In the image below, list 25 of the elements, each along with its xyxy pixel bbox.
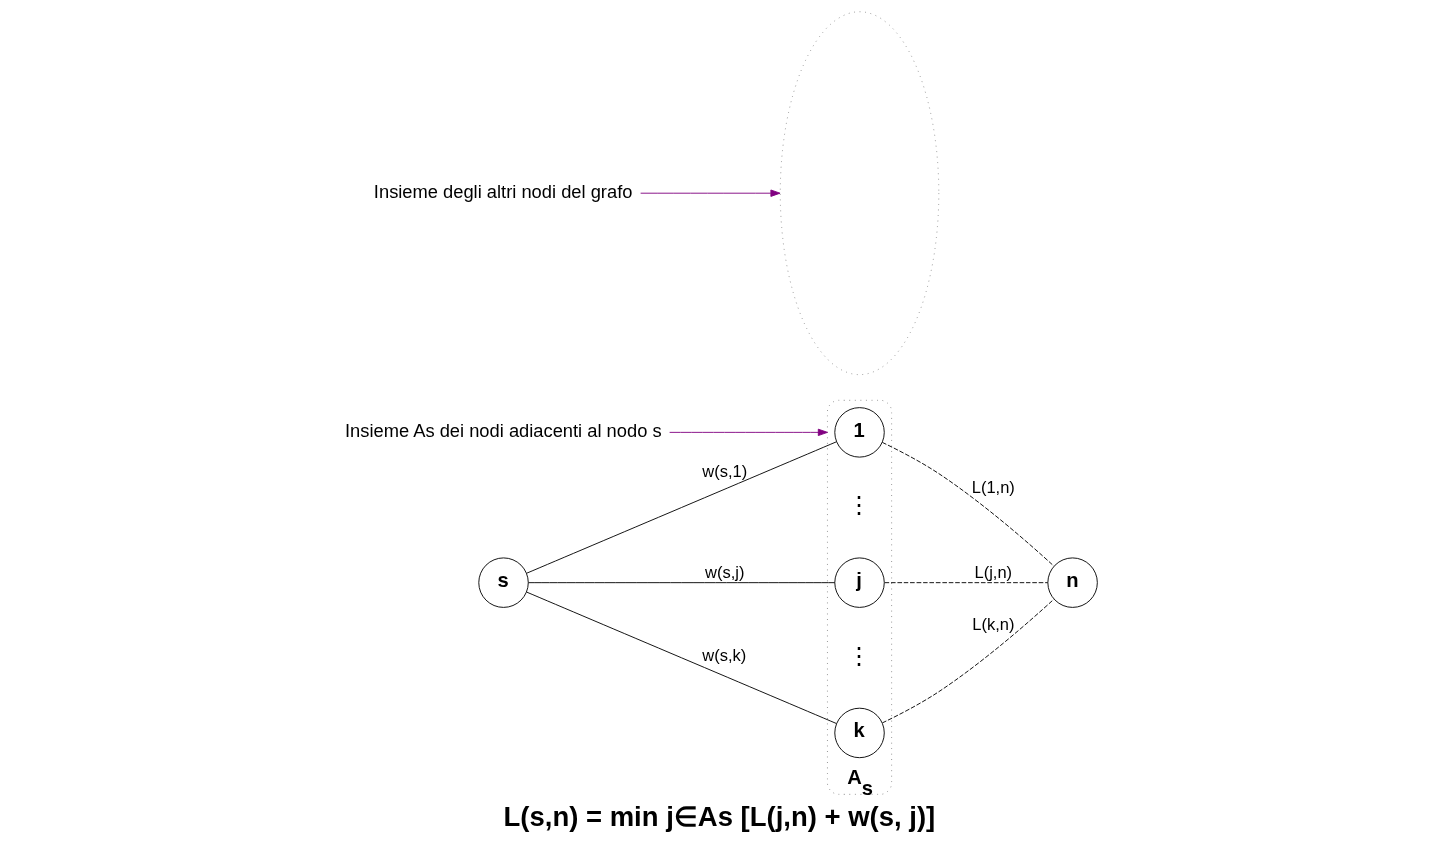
node-circle: k: [834, 707, 885, 759]
edge-label: w(s,k): [702, 645, 747, 664]
connector: [881, 599, 1055, 724]
connector: [884, 582, 1049, 584]
connector: [526, 441, 837, 574]
caption: L(s,n) = min j∈As [L(j,n) + w(s, j)]: [503, 801, 936, 833]
connector: [528, 582, 836, 584]
arrow: [669, 428, 828, 437]
edge-label: L(j,n): [974, 562, 1013, 581]
node-text: Insieme As dei nodi adiacenti al nodo s: [345, 419, 662, 441]
node-circle: s: [478, 557, 529, 608]
connector: [881, 442, 1055, 567]
node-circle: j: [834, 557, 885, 608]
edge-label: L(k,n): [972, 614, 1015, 633]
connector: [526, 591, 837, 724]
label: ⋮: [847, 491, 872, 519]
node-circle: 1: [834, 407, 885, 458]
node-ellipse: [779, 11, 940, 376]
label: ⋮: [847, 641, 872, 669]
edge-label: w(s,j): [705, 562, 745, 581]
edge-label: L(1,n): [971, 478, 1015, 497]
node-circle: n: [1047, 557, 1098, 608]
arrow: [640, 189, 781, 197]
node-text: Insieme degli altri nodi del grafo: [373, 180, 633, 202]
edge-label: w(s,1): [702, 461, 748, 480]
